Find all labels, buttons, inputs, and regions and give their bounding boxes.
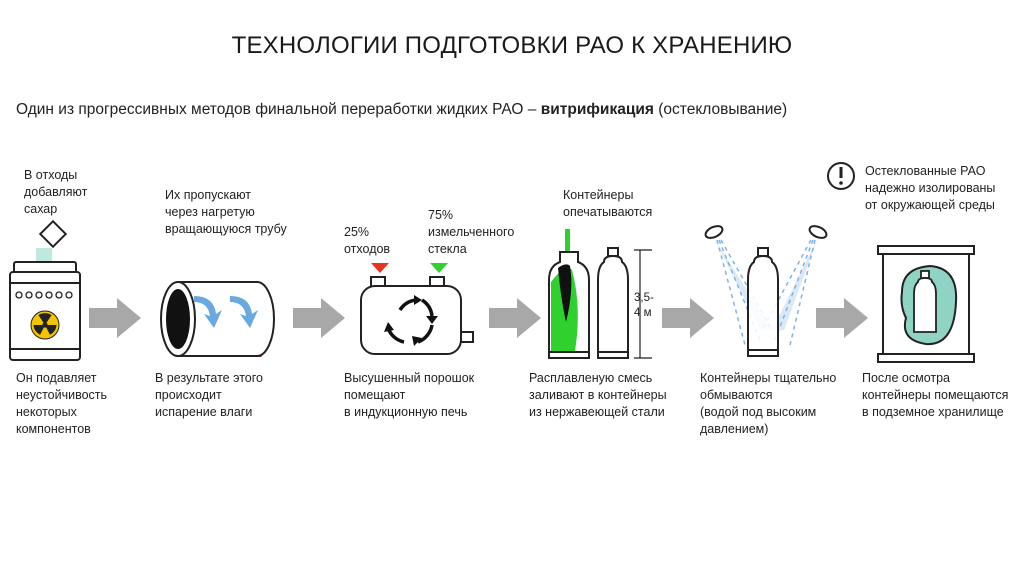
step5-bottom-caption: Контейнеры тщательно обмываются (водой п… (700, 371, 837, 436)
input-marker-green-icon (430, 263, 448, 273)
step2-bottom-caption: В результате этого происходит испарение … (155, 371, 263, 419)
airflow-arrow-icon (194, 296, 258, 328)
step3-bottom-caption: Высушенный порошок помещают в индукционн… (344, 371, 475, 419)
sealed-container-icon (597, 247, 629, 359)
subtitle-suffix: (остекловывание) (653, 101, 788, 118)
subtitle-prefix: Один из прогрессивных методов финальной … (16, 101, 541, 118)
step3-glass-label: 75% измельченного стекла (428, 208, 515, 256)
step6-bottom-caption: После осмотра контейнеры помещаются в по… (862, 371, 1009, 419)
subtitle: Один из прогрессивных методов финальной … (16, 101, 787, 119)
subtitle-emphasis: витрификация (540, 101, 654, 118)
page-title: ТЕХНОЛОГИИ ПОДГОТОВКИ РАО К ХРАНЕНИЮ (231, 32, 793, 59)
filling-container-icon (548, 251, 590, 359)
container-height-label: 3,5- 4 м (634, 292, 654, 319)
step4-bottom-caption: Расплавленую смесь заливают в контейнеры… (529, 371, 667, 419)
stored-container-icon (913, 270, 937, 333)
step6-top-caption: Остеклованные РАО надежно изолированы от… (865, 164, 996, 212)
rotation-arrowheads-icon (384, 295, 438, 346)
step4-top-caption: Контейнеры опечатываются (563, 188, 653, 219)
input-marker-red-icon (371, 263, 389, 273)
step3-waste-label: 25% отходов (344, 225, 391, 256)
step2-top-caption: Их пропускают через нагретую вращающуюся… (165, 188, 287, 236)
step1-top-caption: В отходы добавляют сахар (24, 168, 88, 216)
step1-bottom-caption: Он подавляет неустойчивость некоторых ко… (16, 371, 108, 436)
height-dimension-icon (634, 249, 652, 359)
alert-icon (827, 162, 855, 190)
induction-furnace-icon (360, 276, 474, 355)
sugar-cube-icon (38, 219, 68, 249)
washed-container-icon (747, 247, 779, 357)
flow-arrow-icon (89, 298, 868, 338)
radiation-icon (30, 310, 60, 340)
pour-nozzle-icon (565, 229, 570, 265)
sugar-stream (36, 248, 52, 264)
underground-storage-icon (877, 245, 975, 363)
